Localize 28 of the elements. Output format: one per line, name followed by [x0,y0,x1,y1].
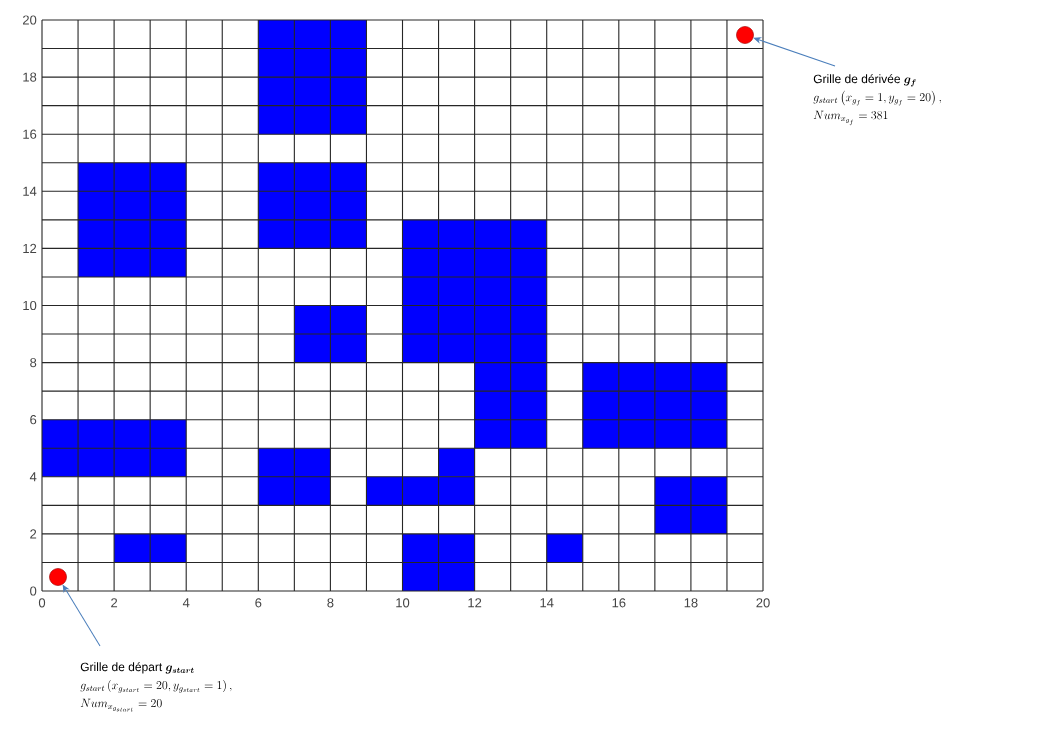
tick-label: 4 [182,598,190,608]
tick-label: 10 [396,598,410,608]
goal-marker [736,26,754,44]
tick-label: 6 [30,415,37,425]
tick-label: 14 [23,186,37,196]
start-marker [49,568,67,586]
tick-label: 20 [756,598,770,608]
arrow [62,585,101,647]
annotation-text: Grille de départ $\boldsymbol{g_{start}}$ $g_{start}\left(x_{g_{start}} = 20, y_{g_{start}} = 1\right),$ $Num_{x_{g_{start}}} = 20$ [80,662,232,712]
tick-label: 6 [255,598,262,608]
tick-label: 16 [23,129,37,139]
tick-label: 8 [30,358,37,368]
annotation-text: Grille de dérivée $\boldsymbol{g_f}$ $g_{start}\left(x_{g_f} = 1, y_{g_f} = 20\right),$ $Num_{x_{g_f}} = 381$ [813,74,941,126]
tick-label: 14 [540,598,554,608]
tick-label: 4 [29,472,37,482]
tick-label: 0 [38,598,46,608]
tick-label: 2 [30,529,37,539]
tick-label: 2 [111,598,118,608]
tick-label: 16 [612,598,626,608]
tick-label: 12 [23,243,37,253]
arrow [754,37,836,67]
tick-label: 20 [23,15,37,25]
tick-label: 8 [327,598,334,608]
tick-label: 18 [684,598,698,608]
tick-label: 18 [23,72,37,82]
tick-label: 10 [23,300,37,311]
tick-label: 0 [30,586,37,596]
tick-label: 12 [468,598,482,608]
